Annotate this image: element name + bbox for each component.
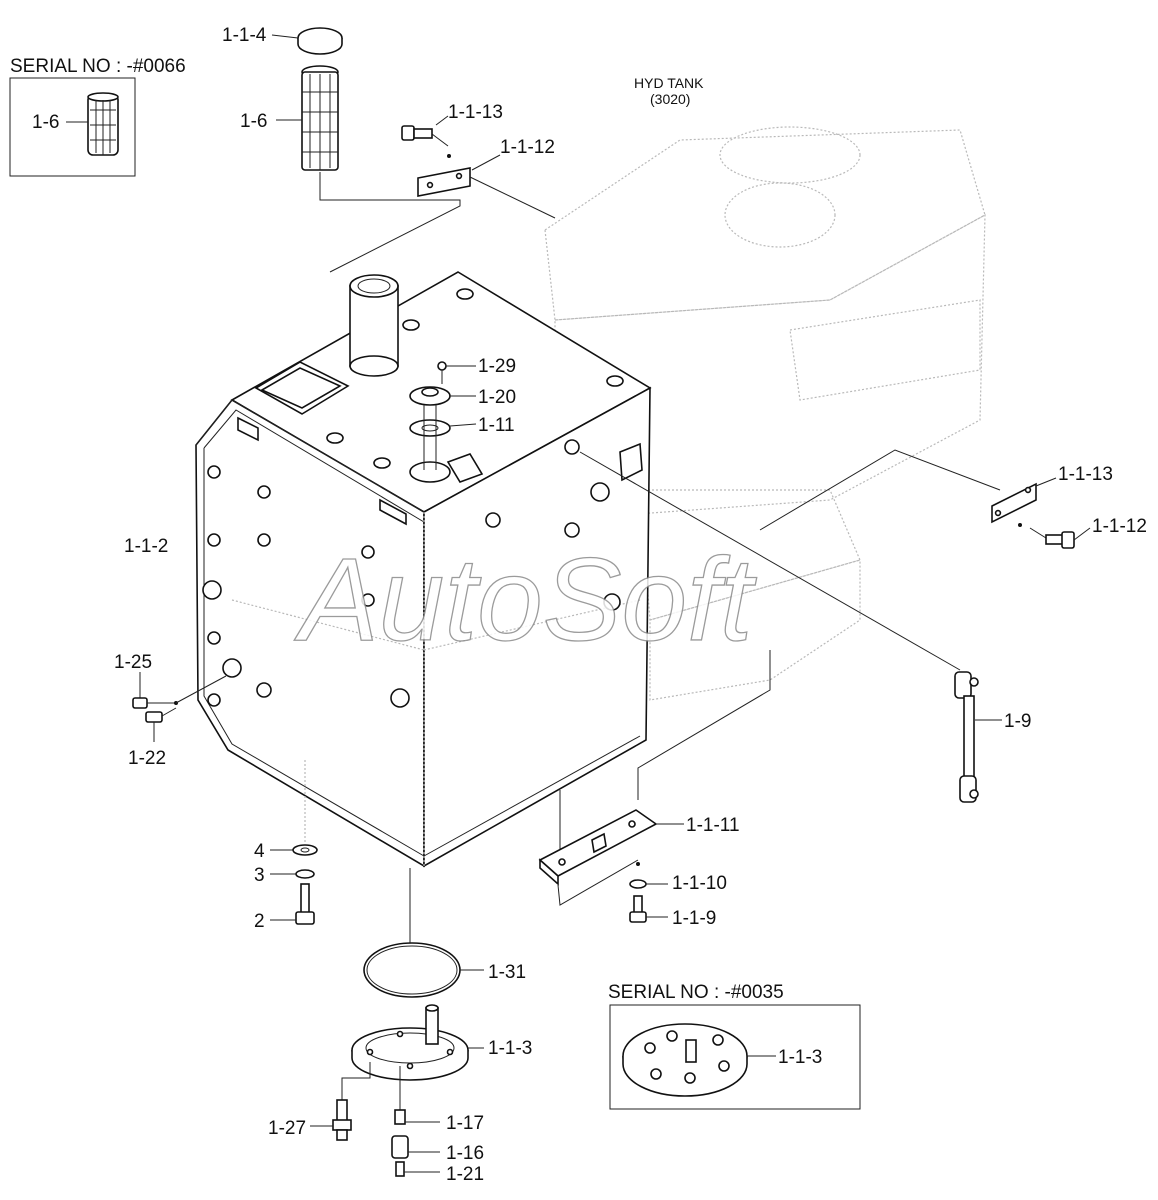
label-1-1-13-right: 1-1-13: [1058, 464, 1113, 485]
hyd-tank-label: HYD TANK: [634, 75, 704, 91]
label-4: 4: [254, 841, 265, 862]
label-1-9: 1-9: [1004, 711, 1031, 732]
label-1-1-11: 1-1-11: [686, 815, 740, 836]
hyd-tank-number: (3020): [650, 91, 690, 107]
label-1-17: 1-17: [446, 1113, 484, 1134]
label-1-1-12-top: 1-1-12: [500, 137, 555, 158]
top-bracket-icon: [417, 154, 556, 219]
drain-1-27-icon: [310, 1099, 352, 1141]
bolt-2-icon: [270, 883, 315, 925]
fitting-1-17-icon: [394, 1109, 440, 1125]
watermark: AutoSoft: [294, 534, 757, 666]
serial-box-top: [9, 77, 136, 177]
label-1-1-3-box: 1-1-3: [778, 1047, 822, 1068]
label-3: 3: [254, 865, 265, 886]
label-1-31: 1-31: [488, 962, 526, 983]
label-1-1-9: 1-1-9: [672, 908, 716, 929]
washer-1-1-10-icon: [629, 879, 668, 889]
label-1-1-10: 1-1-10: [672, 873, 727, 894]
right-bracket-icon: [991, 477, 1057, 524]
fitting-1-21-icon: [395, 1161, 440, 1177]
strainer-icon: [276, 65, 339, 171]
fuel-gauge-icon: [409, 386, 476, 406]
label-1-1-13-top: 1-1-13: [448, 102, 503, 123]
level-gauge-icon: [954, 671, 1002, 803]
serial-label-bottom: SERIAL NO : -#0035: [608, 982, 784, 1003]
label-1-16: 1-16: [446, 1143, 484, 1164]
fitting-1-16-icon: [391, 1135, 440, 1159]
fitting-1-22-icon: [145, 707, 177, 742]
label-1-25: 1-25: [114, 652, 152, 673]
label-1-6-box: 1-6: [32, 112, 59, 133]
label-1-6: 1-6: [240, 111, 267, 132]
bolt-1-1-9-icon: [629, 895, 668, 923]
bottom-cover-icon: [351, 1004, 484, 1081]
gauge-gasket-icon: [409, 419, 477, 437]
washer-3-icon: [270, 869, 315, 879]
serial-label-top: SERIAL NO : -#0066: [10, 56, 186, 77]
label-1-1-2: 1-1-2: [124, 536, 168, 557]
o-ring-icon: [363, 942, 484, 998]
cover-plate-alt-icon: [622, 1023, 748, 1097]
label-1-1-4: 1-1-4: [222, 25, 267, 46]
label-1-1-12-right: 1-1-12: [1092, 516, 1147, 537]
top-bolt-icon: [401, 115, 451, 158]
mount-plate-icon: [538, 809, 684, 886]
washer-4-icon: [270, 844, 318, 856]
label-2: 2: [254, 911, 265, 932]
label-1-21: 1-21: [446, 1164, 484, 1185]
label-1-20: 1-20: [478, 387, 516, 408]
cap-icon: [271, 27, 343, 55]
gauge-screw-icon: [437, 361, 476, 384]
label-1-1-3: 1-1-3: [488, 1038, 532, 1059]
right-bolt-icon: [1029, 527, 1091, 549]
label-1-27: 1-27: [268, 1118, 306, 1139]
label-1-11: 1-11: [478, 415, 515, 436]
fitting-1-25-icon: [132, 672, 176, 709]
strainer-small-icon: [87, 92, 119, 156]
serial-box-bottom: [609, 1004, 861, 1110]
label-1-29: 1-29: [478, 356, 516, 377]
label-1-22: 1-22: [128, 748, 166, 769]
